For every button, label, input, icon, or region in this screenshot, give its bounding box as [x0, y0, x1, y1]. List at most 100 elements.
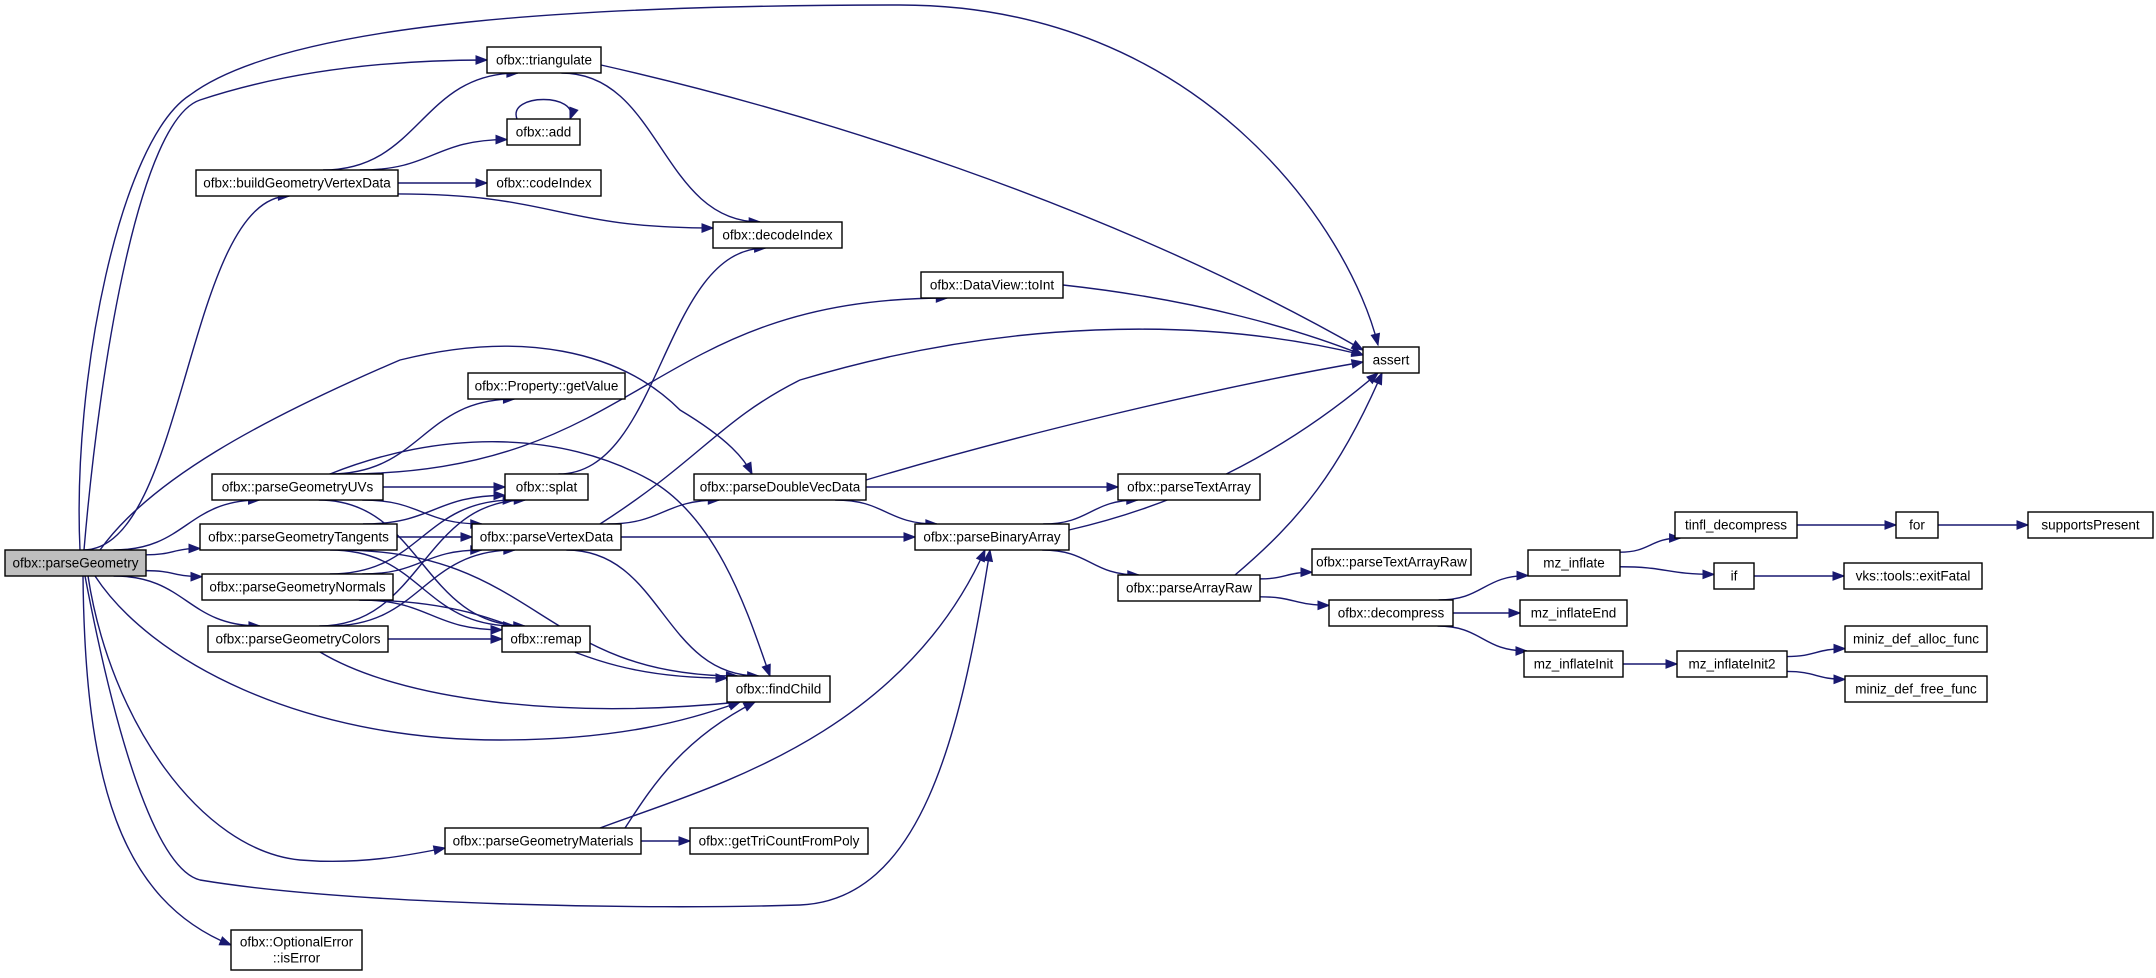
node-box — [726, 675, 831, 703]
call-edge-decompress-to-mz_inflate — [1438, 570, 1530, 601]
function-node-decompress[interactable]: ofbx::decompress — [1328, 599, 1454, 627]
node-label: ofbx::codeIndex — [496, 176, 592, 191]
function-node-parseGeometryTangents[interactable]: ofbx::parseGeometryTangents — [199, 523, 398, 551]
function-node-decodeIndex[interactable]: ofbx::decodeIndex — [712, 221, 843, 249]
function-node-if[interactable]: if — [1713, 562, 1755, 590]
function-node-parseGeometryMaterials[interactable]: ofbx::parseGeometryMaterials — [444, 827, 642, 855]
function-node-parseGeometryColors[interactable]: ofbx::parseGeometryColors — [207, 625, 389, 653]
call-edge-buildGeometryVertexData-to-add — [359, 134, 509, 171]
function-node-findChild[interactable]: ofbx::findChild — [726, 675, 831, 703]
node-box — [207, 625, 389, 653]
node-box — [1676, 650, 1788, 678]
edge-line — [323, 72, 518, 171]
function-node-parseGeometry[interactable]: ofbx::parseGeometry — [4, 549, 147, 577]
node-label: assert — [1373, 353, 1410, 368]
edge-line — [113, 575, 260, 627]
function-node-mz_inflate[interactable]: mz_inflate — [1527, 549, 1621, 577]
function-node-isError[interactable]: ofbx::OptionalError::isError — [230, 929, 363, 971]
call-edge-mz_inflate-to-tinfl_decompress — [1619, 533, 1682, 553]
call-edge-parseGeometryNormals-to-remap — [359, 599, 504, 635]
arrowhead — [188, 543, 202, 554]
arrowhead — [490, 634, 504, 644]
edge-line — [82, 575, 232, 946]
function-node-assert[interactable]: assert — [1362, 346, 1420, 374]
function-node-splat[interactable]: ofbx::splat — [504, 473, 589, 501]
arrowhead — [1317, 600, 1331, 611]
call-edge-buildGeometryVertexData-to-triangulate — [323, 68, 520, 171]
edge-line — [362, 499, 482, 525]
edge-line — [1437, 625, 1527, 652]
edge-line — [1043, 499, 1138, 525]
function-node-remap[interactable]: ofbx::remap — [501, 625, 591, 653]
arrowhead — [460, 532, 474, 542]
edge-line — [1619, 566, 1715, 576]
edge-line — [397, 193, 714, 229]
function-node-miniz_def_free_func[interactable]: miniz_def_free_func — [1844, 675, 1988, 703]
arrowhead — [1106, 482, 1120, 492]
call-edge-tinfl_decompress-to-for — [1797, 520, 1898, 530]
function-node-mz_inflateInit2[interactable]: mz_inflateInit2 — [1676, 650, 1788, 678]
node-box — [4, 549, 147, 577]
node-box — [1519, 599, 1628, 627]
function-node-toInt[interactable]: ofbx::DataView::toInt — [920, 271, 1064, 299]
arrowhead — [1372, 371, 1383, 386]
function-node-parseGeometryUVs[interactable]: ofbx::parseGeometryUVs — [211, 473, 384, 501]
function-node-codeIndex[interactable]: ofbx::codeIndex — [486, 169, 602, 197]
function-node-buildGeometryVertexData[interactable]: ofbx::buildGeometryVertexData — [195, 169, 399, 197]
node-label: vks::tools::exitFatal — [1856, 569, 1971, 584]
function-node-triangulate[interactable]: ofbx::triangulate — [486, 46, 602, 74]
function-node-getTriCountFromPoly[interactable]: ofbx::getTriCountFromPoly — [689, 827, 869, 855]
function-node-parseTextArray[interactable]: ofbx::parseTextArray — [1117, 473, 1261, 501]
function-node-miniz_def_alloc_func[interactable]: miniz_def_alloc_func — [1844, 625, 1988, 653]
function-node-parseTextArrayRaw[interactable]: ofbx::parseTextArrayRaw — [1311, 548, 1472, 576]
call-edge-parseGeometry-to-assert — [78, 4, 1381, 551]
node-label: ofbx::splat — [516, 480, 578, 495]
function-node-parseDoubleVecData[interactable]: ofbx::parseDoubleVecData — [693, 473, 867, 501]
function-node-parseGeometryNormals[interactable]: ofbx::parseGeometryNormals — [201, 573, 394, 601]
call-edge-parseGeometry-to-parseGeometryNormals — [145, 569, 204, 582]
function-node-exitFatal[interactable]: vks::tools::exitFatal — [1843, 562, 1983, 590]
function-node-parseBinaryArray[interactable]: ofbx::parseBinaryArray — [914, 523, 1070, 551]
function-node-tinfl_decompress[interactable]: tinfl_decompress — [1674, 511, 1798, 539]
function-node-mz_inflateEnd[interactable]: mz_inflateEnd — [1519, 599, 1628, 627]
edge-line — [329, 398, 515, 475]
arrowhead — [1884, 520, 1898, 530]
function-node-parseArrayRaw[interactable]: ofbx::parseArrayRaw — [1117, 574, 1261, 602]
node-label: ofbx::decompress — [1338, 606, 1445, 621]
arrowhead — [2016, 520, 2030, 530]
arrowhead — [1350, 359, 1365, 369]
arrowhead — [701, 223, 715, 233]
function-node-getValue[interactable]: ofbx::Property::getValue — [467, 372, 626, 400]
edge-line — [319, 499, 526, 627]
edge-line — [1068, 372, 1379, 531]
call-edge-splat-to-decodeIndex — [558, 243, 767, 475]
function-node-supportsPresent[interactable]: supportsPresent — [2027, 511, 2154, 539]
call-edge-parseGeometryTangents-to-parseVertexData — [397, 532, 474, 542]
function-node-mz_inflateInit[interactable]: mz_inflateInit — [1523, 650, 1624, 678]
call-edge-parseVertexData-to-findChild — [566, 549, 761, 681]
node-box — [504, 473, 589, 501]
arrowhead — [218, 936, 233, 946]
node-box — [467, 372, 626, 400]
function-node-for[interactable]: for — [1895, 511, 1939, 539]
node-box — [471, 523, 622, 551]
arrowhead — [742, 701, 757, 712]
arrowhead — [975, 548, 986, 563]
node-label: tinfl_decompress — [1685, 518, 1787, 533]
edge-line — [342, 297, 948, 475]
node-label: ofbx::getTriCountFromPoly — [699, 834, 860, 849]
edge-line — [1042, 549, 1139, 576]
call-edge-parseGeometryUVs-to-toInt — [342, 293, 949, 475]
call-edge-toInt-to-assert — [1062, 284, 1365, 356]
function-node-parseVertexData[interactable]: ofbx::parseVertexData — [471, 523, 622, 551]
edge-line — [362, 494, 506, 525]
function-node-add[interactable]: ofbx::add — [506, 118, 581, 146]
node-box — [1713, 562, 1755, 590]
node-label: supportsPresent — [2041, 518, 2140, 533]
node-label: if — [1731, 569, 1738, 584]
arrowhead — [1508, 608, 1522, 618]
call-edge-parseDoubleVecData-to-parseTextArray — [865, 482, 1120, 492]
edge-line — [83, 59, 488, 551]
arrowhead — [495, 134, 509, 145]
arrowhead — [475, 178, 489, 188]
